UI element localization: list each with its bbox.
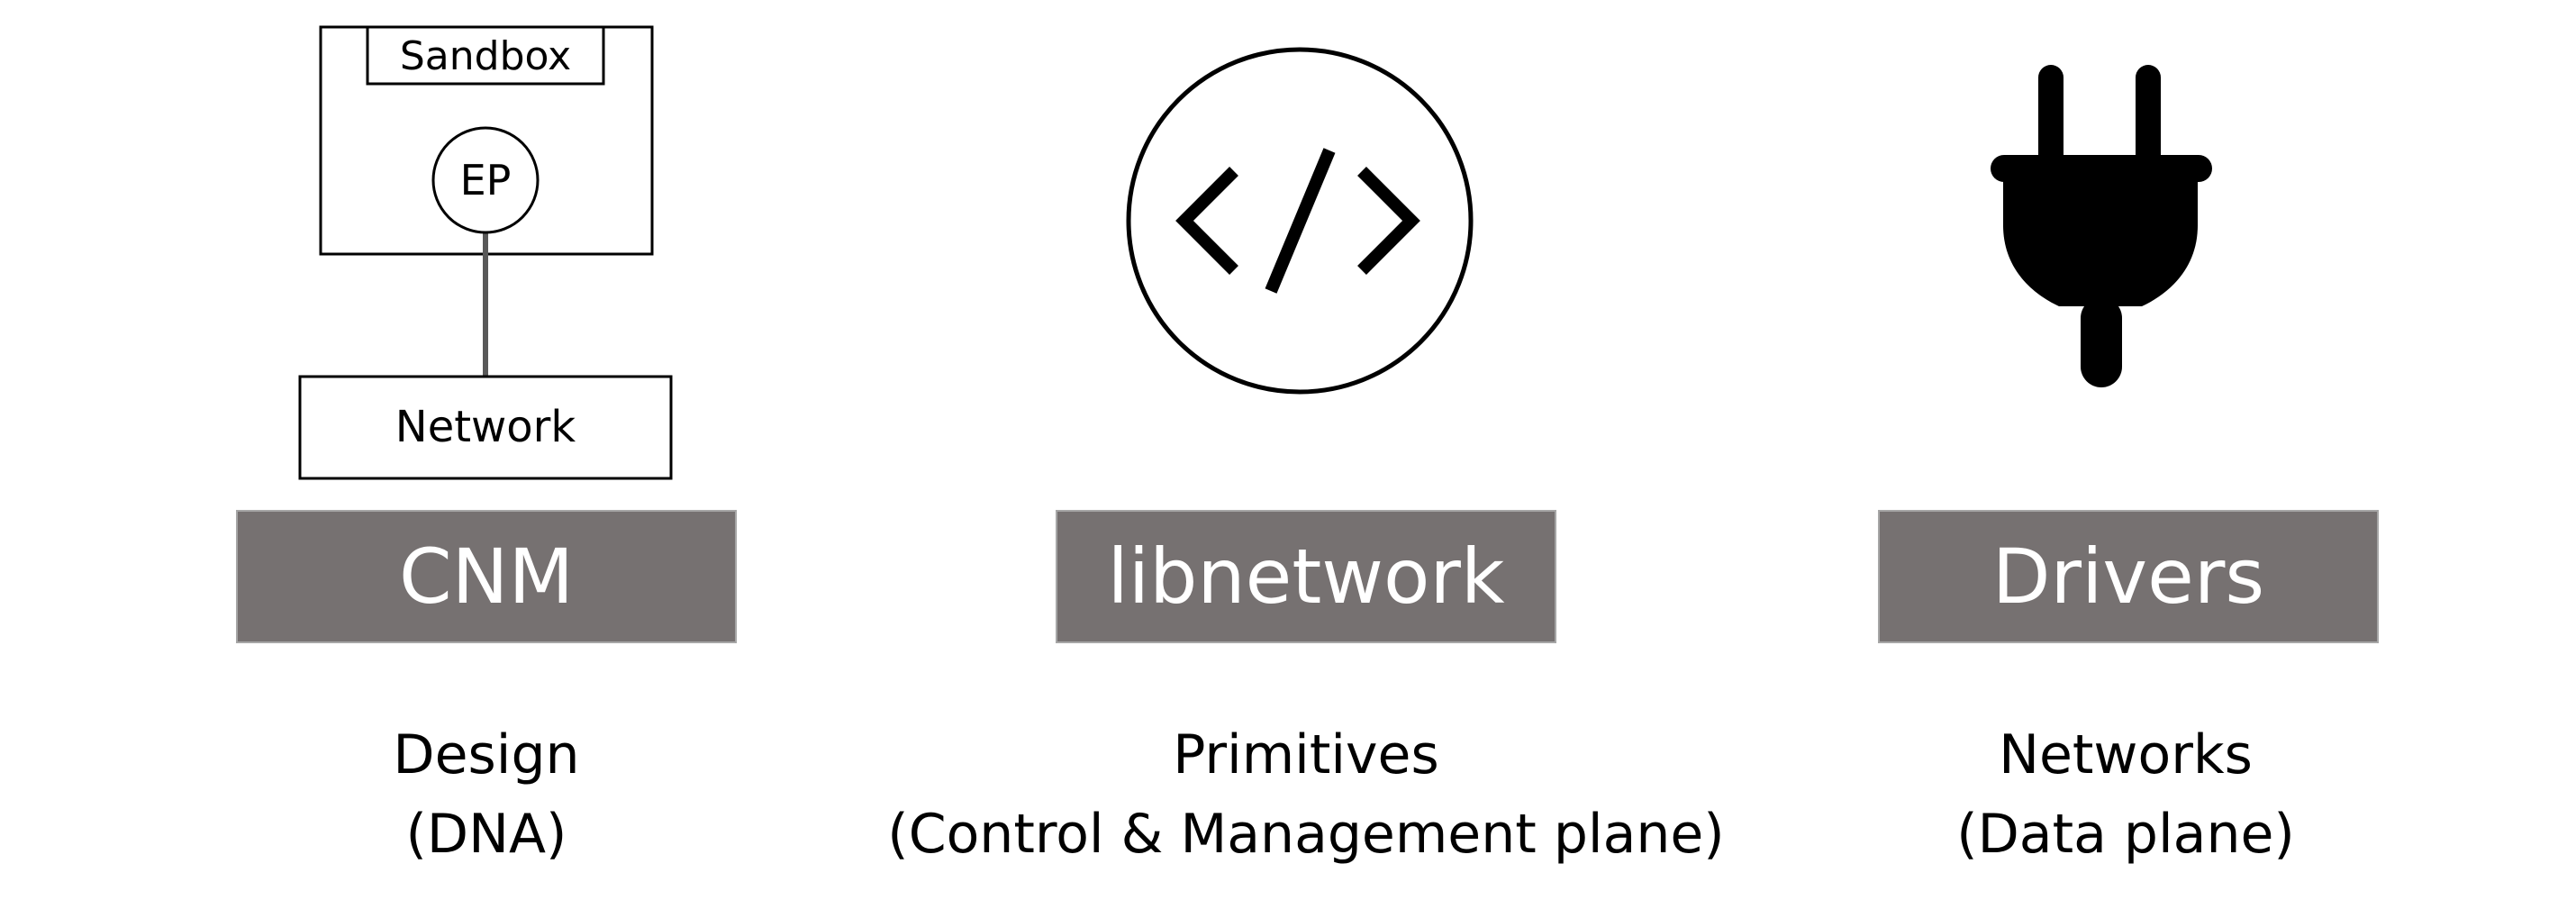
drivers-caption-line1: Networks <box>1999 723 2253 786</box>
network-label: Network <box>395 402 576 452</box>
code-icon <box>1126 47 1474 395</box>
cnm-diagram: Sandbox EP Network <box>298 25 673 480</box>
sandbox-label: Sandbox <box>400 33 571 79</box>
libnetwork-caption-line1: Primitives <box>1173 723 1439 786</box>
cnm-title: CNM <box>399 532 574 621</box>
cnm-caption: Design (DNA) <box>306 715 667 874</box>
sandbox-tab <box>366 25 605 86</box>
libnetwork-title: libnetwork <box>1107 532 1505 621</box>
libnetwork-title-box: libnetwork <box>1056 510 1556 643</box>
drivers-caption: Networks (Data plane) <box>1900 715 2351 874</box>
network-box <box>298 375 673 480</box>
cnm-title-box: CNM <box>236 510 737 643</box>
endpoint-label: EP <box>460 156 512 205</box>
drivers-title-box: Drivers <box>1878 510 2379 643</box>
drivers-caption-line2: (Data plane) <box>1956 803 2295 866</box>
plug-icon <box>1991 65 2212 387</box>
cnm-caption-line2: (DNA) <box>405 803 567 866</box>
libnetwork-caption-line2: (Control & Management plane) <box>887 803 1725 866</box>
endpoint-circle <box>431 126 540 234</box>
cnm-caption-line1: Design <box>393 723 580 786</box>
libnetwork-caption: Primitives (Control & Management plane) <box>874 715 1738 874</box>
drivers-title: Drivers <box>1991 532 2265 621</box>
